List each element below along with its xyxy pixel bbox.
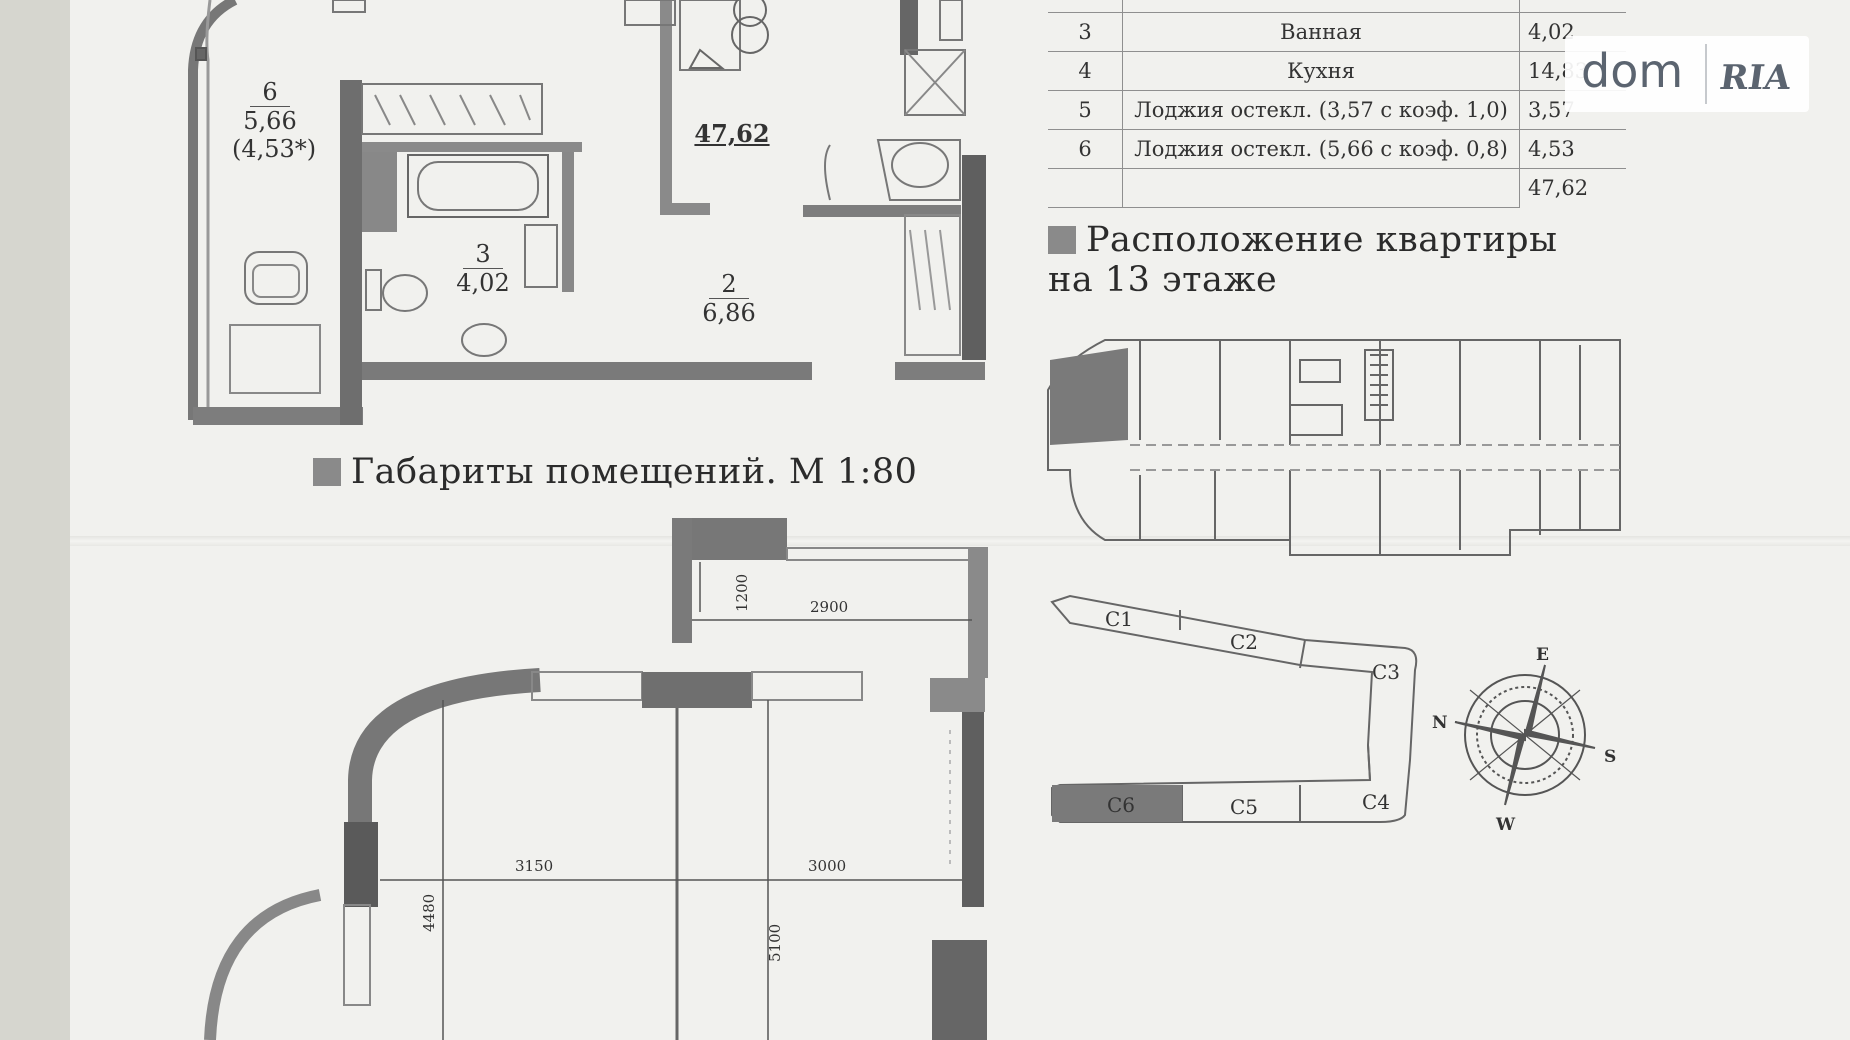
room-table: 3 Ванная 4,02 4 Кухня 14,83 5 Лоджия ост… [1048, 0, 1626, 208]
room-2-label: 2 6,86 [696, 270, 762, 327]
row-name: Ванная [1122, 12, 1520, 52]
bullet-square-icon [313, 458, 341, 486]
room-3-label: 3 4,02 [452, 240, 514, 297]
paper-fold [70, 536, 1850, 546]
table-row: 3 Ванная 4,02 [1048, 12, 1626, 52]
row-number [1048, 168, 1123, 208]
room-6-label: 6 5,66 (4,53*) [232, 78, 317, 163]
room-6-area: 5,66 [243, 107, 297, 135]
dimensions-heading: Габариты помещений. М 1:80 [313, 452, 917, 492]
room-3-area: 4,02 [456, 269, 510, 297]
compass-n: N [1432, 713, 1448, 733]
location-heading-text: Расположение квартиры на 13 этаже [1048, 220, 1558, 300]
row-area: 4,53 [1519, 129, 1626, 169]
total-area-label: 47,62 [694, 120, 770, 148]
section-c4: C4 [1362, 790, 1391, 814]
dimension-v2: 4480 [420, 893, 438, 932]
section-c5: C5 [1230, 795, 1259, 819]
row-number: 4 [1048, 51, 1123, 91]
table-row: 47,62 [1048, 168, 1626, 208]
row-number: 3 [1048, 12, 1123, 52]
dimension-v1: 1200 [733, 573, 751, 612]
room-3-number: 3 [475, 240, 491, 268]
section-c1: C1 [1105, 607, 1134, 631]
location-heading: Расположение квартиры на 13 этаже [1048, 220, 1608, 300]
compass-icon [1454, 664, 1596, 806]
dimension-h2: 3150 [515, 857, 554, 875]
room-2-area: 6,86 [702, 299, 756, 327]
total-area-value: 47,62 [694, 119, 770, 148]
sections-scheme [1050, 594, 1418, 823]
compass-s: S [1604, 747, 1617, 767]
room-6-note: (4,53*) [232, 135, 317, 163]
room-6-number: 6 [262, 78, 278, 106]
domria-logo[interactable]: dom RIA [1565, 36, 1809, 112]
dimension-v3: 5100 [766, 923, 784, 962]
row-area: 47,62 [1528, 176, 1589, 201]
logo-ria-text: RIA [1717, 58, 1794, 98]
top-plan [188, 0, 986, 425]
dimension-h1: 2900 [810, 598, 849, 616]
section-c3: C3 [1372, 660, 1401, 684]
compass-e: E [1536, 645, 1549, 665]
table-row [1048, 0, 1626, 13]
compass-w: W [1496, 815, 1516, 835]
row-number: 5 [1048, 90, 1123, 130]
dimension-h3: 3000 [808, 857, 847, 875]
logo-separator [1705, 44, 1707, 104]
dimensions-heading-text: Габариты помещений. М 1:80 [351, 452, 918, 492]
room-2-number: 2 [721, 270, 737, 298]
row-name [1122, 168, 1520, 208]
table-row: 5 Лоджия остекл. (3,57 с коэф. 1,0) 3,57 [1048, 90, 1626, 130]
section-c6: C6 [1107, 793, 1136, 817]
dimension-plan [204, 518, 988, 1040]
logo-dom-text: dom [1581, 44, 1684, 98]
table-row: 6 Лоджия остекл. (5,66 с коэф. 0,8) 4,53 [1048, 129, 1626, 169]
section-c2: C2 [1230, 630, 1259, 654]
table-row: 4 Кухня 14,83 [1048, 51, 1626, 91]
row-name: Кухня [1122, 51, 1520, 91]
floor-layout [1047, 339, 1621, 556]
bullet-square-icon [1048, 226, 1076, 254]
row-number: 6 [1048, 129, 1123, 169]
row-name: Лоджия остекл. (5,66 с коэф. 0,8) [1122, 129, 1520, 169]
row-name: Лоджия остекл. (3,57 с коэф. 1,0) [1122, 90, 1520, 130]
